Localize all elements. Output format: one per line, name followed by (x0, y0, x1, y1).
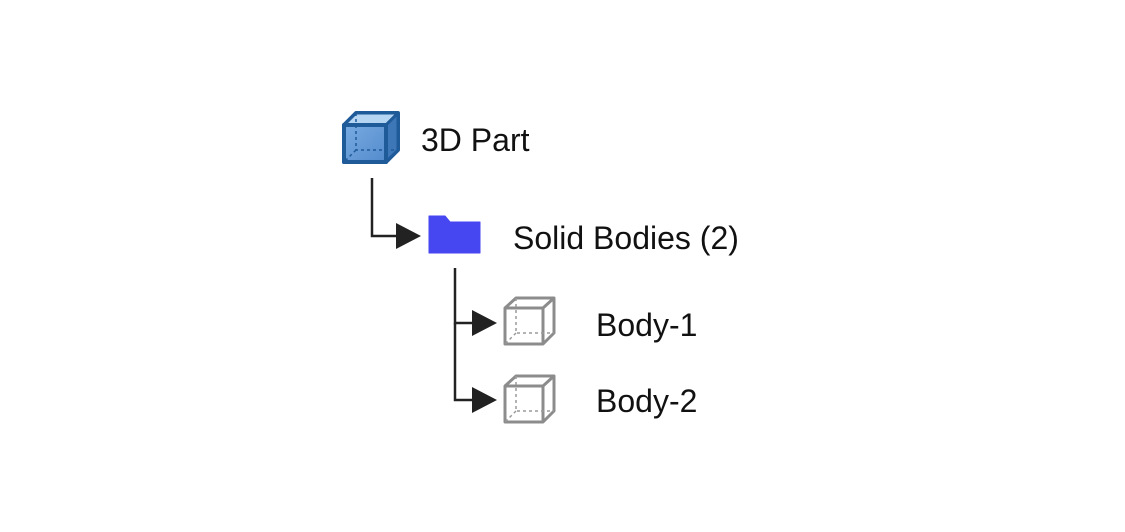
part-cube-icon[interactable] (342, 111, 400, 164)
tree-node-folder-label[interactable]: Solid Bodies (2) (513, 220, 739, 256)
connector-folder-to-body-2 (453, 323, 497, 413)
body-cube-icon[interactable] (503, 374, 556, 424)
tree-node-body-2-label[interactable]: Body-2 (596, 383, 698, 419)
tree-node-root-label[interactable]: 3D Part (421, 122, 530, 158)
body-cube-icon[interactable] (503, 296, 556, 346)
connector-folder-to-body-1 (453, 268, 497, 336)
tree-node-body-1-label[interactable]: Body-1 (596, 307, 698, 343)
connector-root-to-folder (370, 178, 421, 249)
folder-icon[interactable] (428, 215, 481, 254)
